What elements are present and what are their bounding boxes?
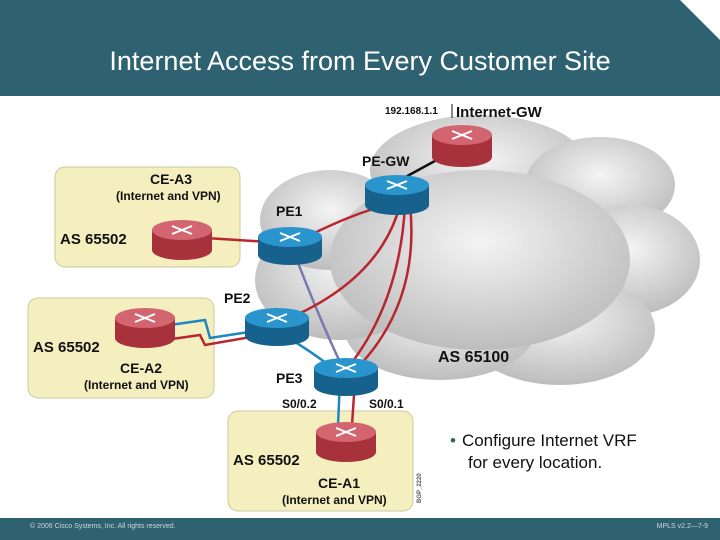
ce-a1-as: AS 65502 [233,452,300,469]
s0-1-label: S0/0.1 [369,397,404,411]
link-pe3-pegw-b [359,204,413,366]
bullet-line-1: Configure Internet VRF [461,431,637,450]
footer-slide-number: MPLS v2.2—7-9 [656,523,708,530]
router-pe2 [245,308,309,346]
link-ce-a2-pe2 [169,318,263,340]
ce-a3-desc: (Internet and VPN) [116,189,221,203]
ce-a2-as: AS 65502 [33,339,100,356]
pe3-label: PE3 [276,370,303,386]
ce-a1-desc: (Internet and VPN) [282,493,387,507]
bullet-dot-icon: • [450,431,456,450]
router-ce-a3 [152,220,212,260]
title-bar [0,0,720,96]
ce-a1-name: CE-A1 [318,475,360,491]
pe2-label: PE2 [224,290,251,306]
ce-a2-desc: (Internet and VPN) [84,378,189,392]
footer-bar [0,518,720,540]
link-ce-a2-pe2-red [164,333,263,347]
router-pe-gw [365,175,429,215]
link-pe1-pe3 [293,254,342,363]
figure-id: BGP_2220 [417,473,423,503]
title-corner-notch [680,0,720,40]
bullet-line-2: for every location. [468,453,603,472]
pe-gw-label: PE-GW [362,153,410,169]
router-pe3 [314,358,378,396]
s0-2-label: S0/0.2 [282,397,317,411]
ce-a3-as: AS 65502 [60,231,127,248]
router-ce-a1 [316,422,376,462]
link-pe3-pegw-a [349,204,407,366]
ce-a2-name: CE-A2 [120,360,162,376]
router-internet-gw [432,125,492,167]
ce-a3-name: CE-A3 [150,171,192,187]
router-pe1 [258,227,322,265]
link-pe2-pegw [284,204,402,322]
slide-title: Internet Access from Every Customer Site [109,46,611,76]
bullet-point: • Configure Internet VRF for every locati… [450,430,710,474]
router-ce-a2 [115,308,175,348]
footer-copyright: © 2006 Cisco Systems, Inc. All rights re… [30,523,176,530]
gateway-ip-label: 192.168.1.1 [385,106,438,117]
cloud-as-label: AS 65100 [438,349,509,366]
site-box-ce-a3 [54,166,241,268]
internet-gw-label: Internet-GW [456,104,543,121]
pe1-label: PE1 [276,203,303,219]
